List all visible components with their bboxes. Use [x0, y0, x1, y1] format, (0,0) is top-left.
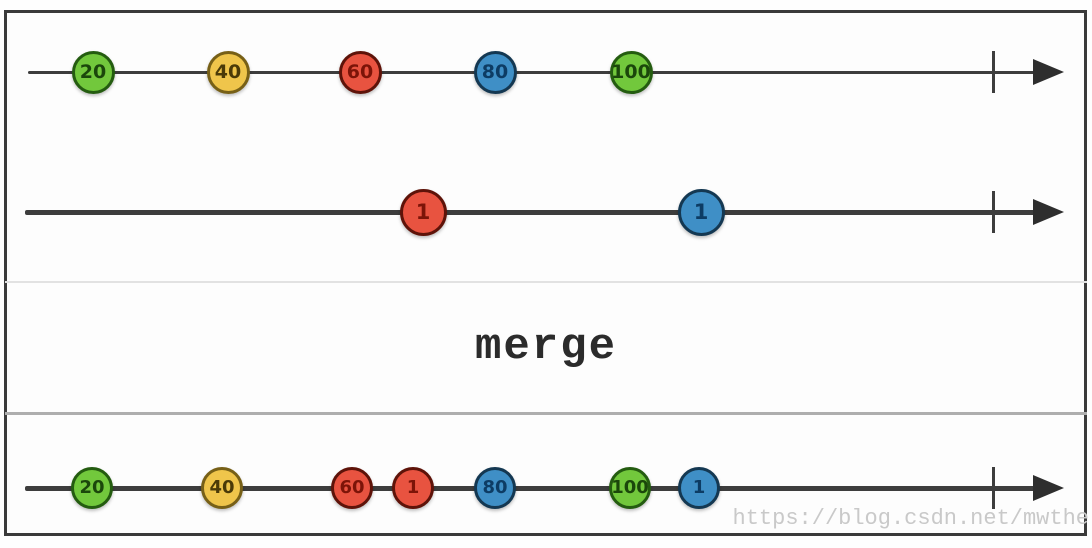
marble-label: 1: [406, 477, 420, 498]
marble-label: 1: [693, 199, 709, 224]
marble-label: 20: [79, 60, 107, 83]
marble-label: 100: [611, 477, 649, 498]
marble-label: 80: [481, 60, 509, 83]
arrowhead-icon: [1033, 199, 1064, 225]
marble-blue: 1: [678, 467, 720, 509]
operator-box-top-border: [5, 281, 1087, 283]
marble-label: 60: [346, 60, 374, 83]
marble-yellow: 40: [206, 50, 250, 94]
operator-label: merge: [474, 322, 618, 372]
marble-green: 20: [71, 50, 115, 94]
marble-blue: 1: [677, 188, 725, 236]
marble-red: 1: [392, 467, 434, 509]
marble-label: 1: [415, 199, 431, 224]
completion-tick: [991, 191, 995, 233]
marble-red: 60: [331, 467, 373, 509]
marble-blue: 80: [473, 50, 517, 94]
arrowhead-icon: [1033, 475, 1064, 501]
marble-green: 20: [71, 467, 113, 509]
completion-tick: [991, 51, 995, 93]
diagram-border: [4, 10, 1087, 536]
completion-tick: [991, 467, 995, 509]
timeline-line: [25, 209, 1038, 215]
marble-green: 100: [609, 50, 653, 94]
marble-label: 20: [79, 477, 105, 498]
marble-label: 100: [611, 60, 651, 83]
marble-green: 100: [609, 467, 651, 509]
marble-red: 1: [399, 188, 447, 236]
marble-label: 40: [214, 60, 242, 83]
marble-label: 80: [482, 477, 508, 498]
timeline-line: [25, 485, 1038, 491]
marble-red: 60: [338, 50, 382, 94]
operator-box-bottom-border: [5, 412, 1087, 415]
marble-label: 40: [209, 477, 235, 498]
marble-yellow: 40: [201, 467, 243, 509]
timeline-line: [28, 70, 1038, 74]
marble-label: 60: [339, 477, 365, 498]
arrowhead-icon: [1033, 59, 1064, 85]
marble-blue: 80: [474, 467, 516, 509]
marble-label: 1: [692, 477, 706, 498]
watermark-text: https://blog.csdn.net/mwthe: [732, 506, 1089, 531]
